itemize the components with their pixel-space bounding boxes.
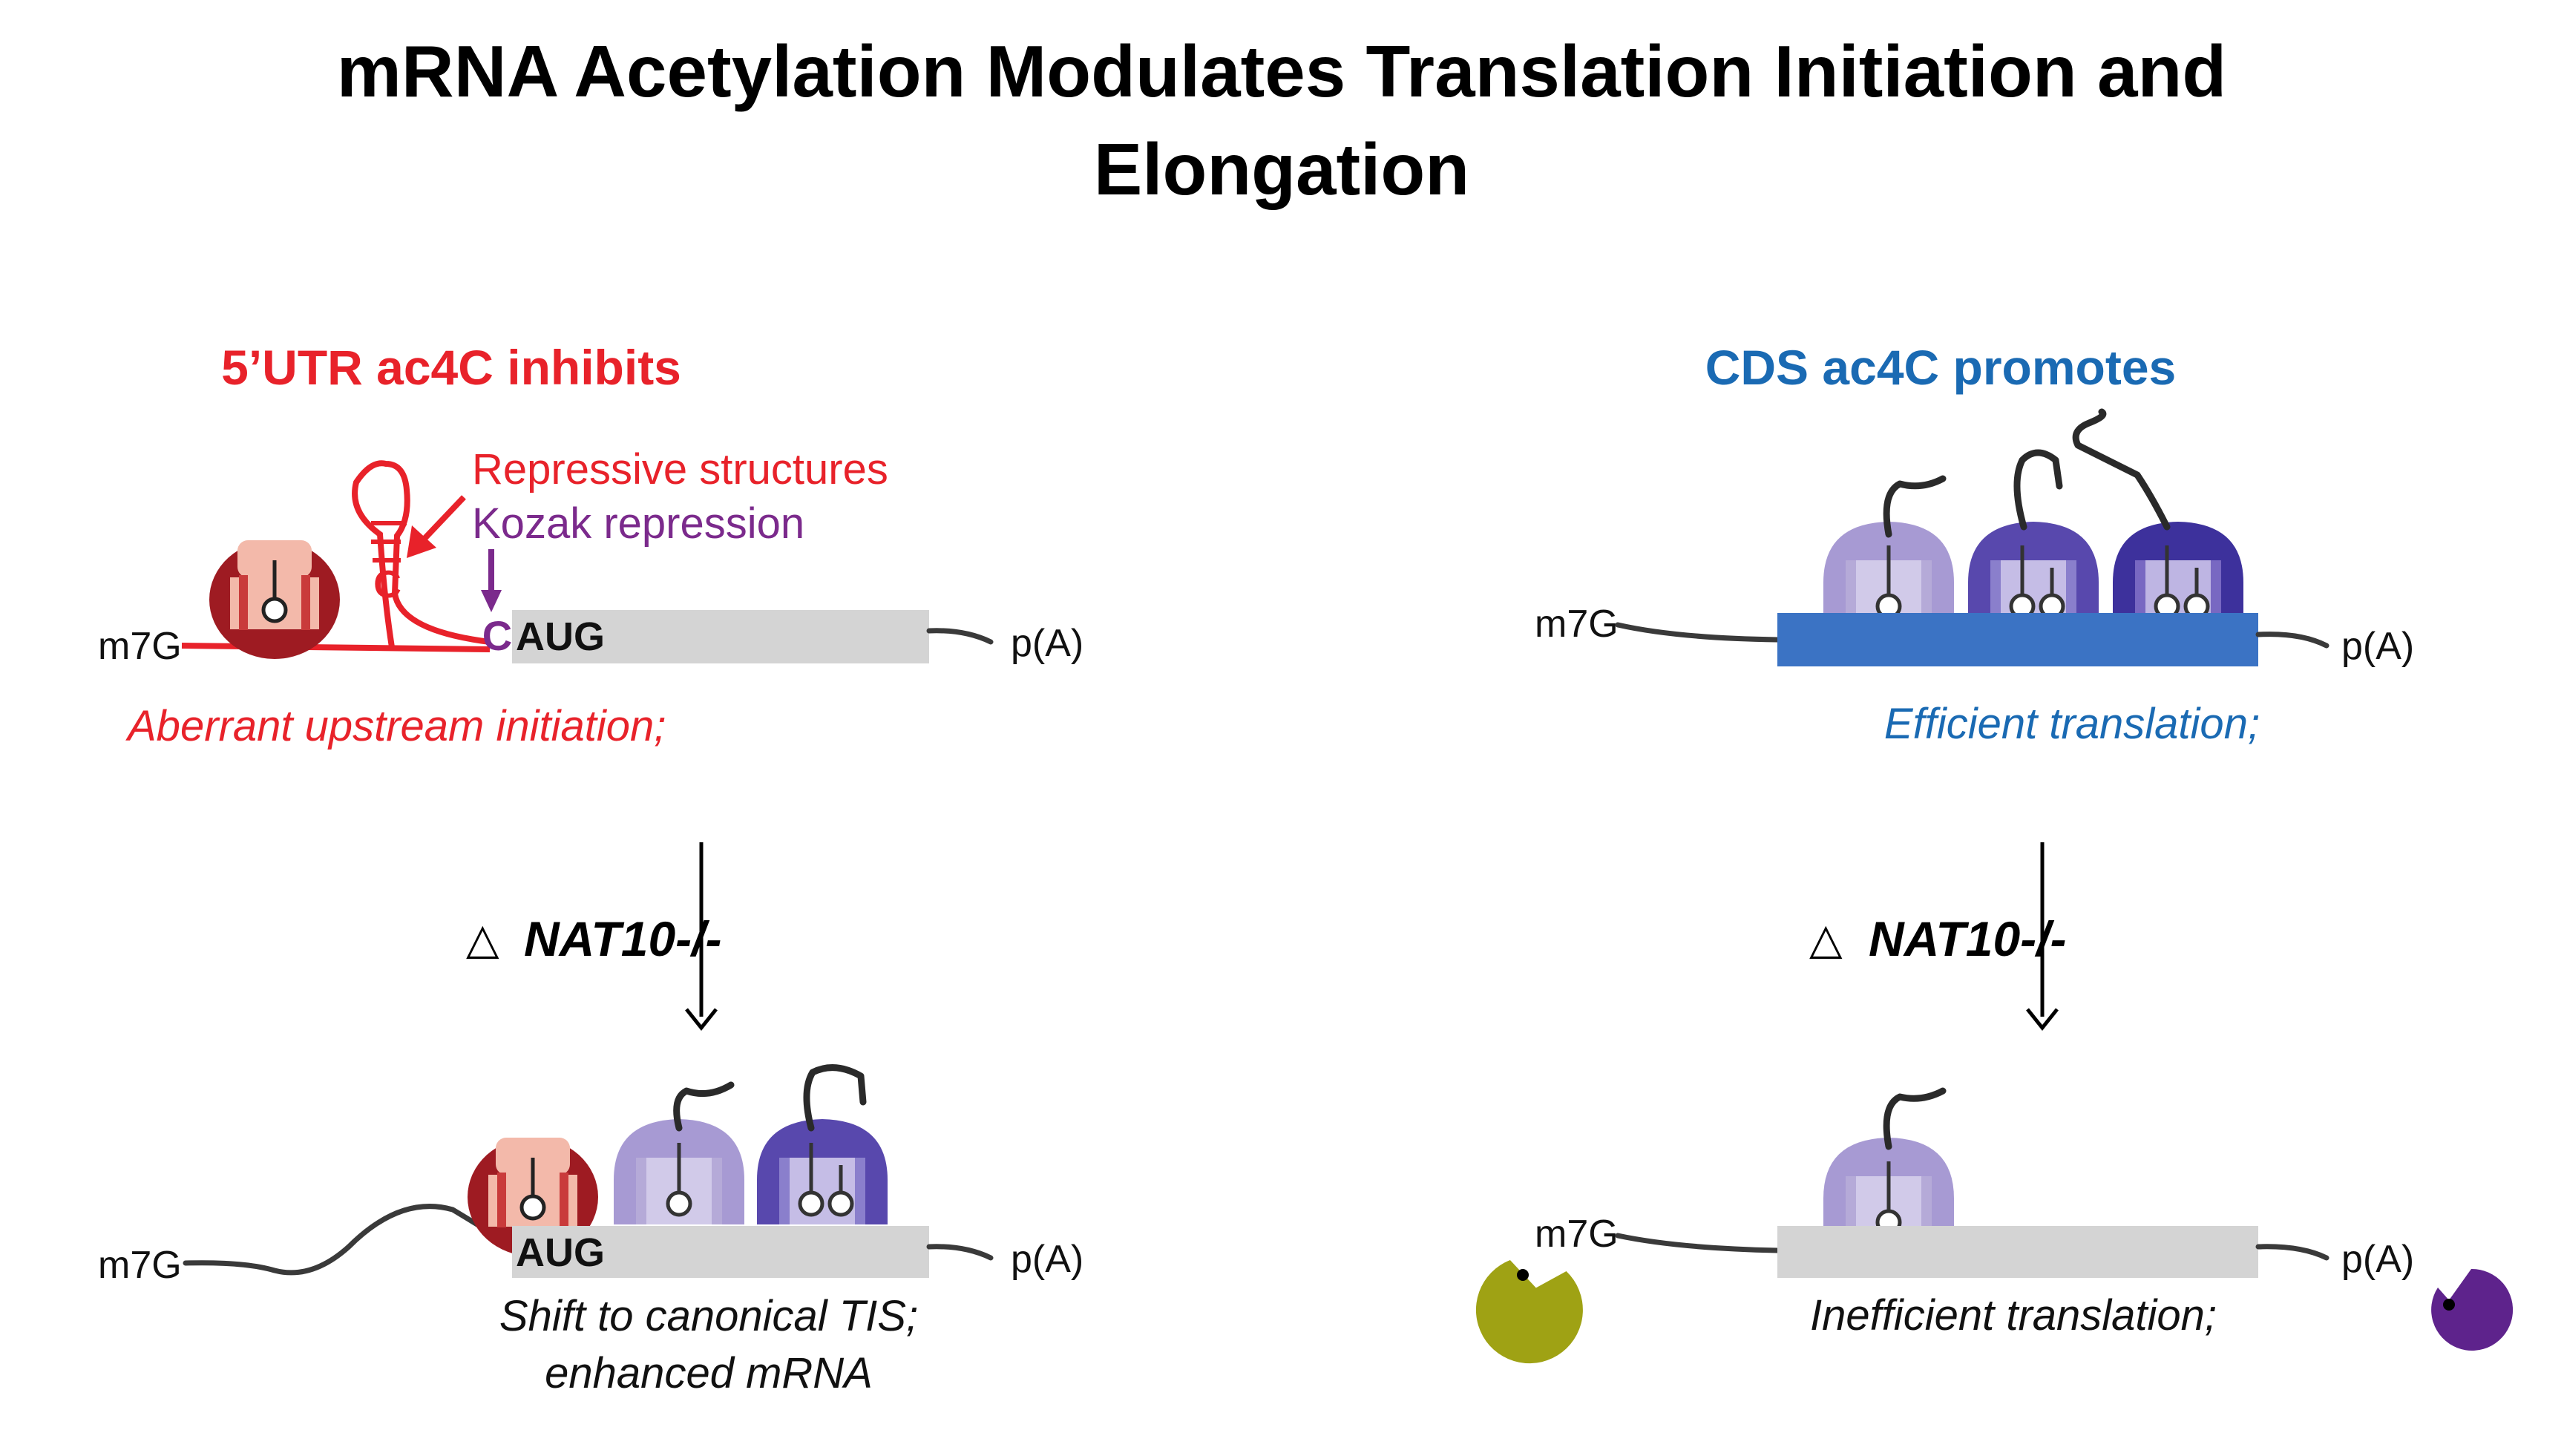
left-top-cds-box: [512, 610, 929, 663]
exonuclease-icon: [2431, 1268, 2514, 1351]
left-panel: 5’UTR ac4C inhibits Repressive structure…: [98, 340, 1083, 1397]
right-knockout-label: NAT10-/-: [1869, 911, 2066, 966]
right-top-cds-box: [1777, 613, 2258, 666]
page-title: mRNA Acetylation Modulates Translation I…: [337, 30, 2226, 112]
left-knockout-symbol: △: [466, 915, 499, 963]
left-bottom-tail-label: p(A): [1011, 1238, 1083, 1281]
right-bottom-note: Inefficient translation;: [1810, 1291, 2217, 1339]
left-bottom-cds-box: [512, 1226, 929, 1278]
left-bottom-aug-label: AUG: [516, 1230, 605, 1275]
left-top-aug-label: AUG: [516, 614, 605, 659]
right-panel: CDS ac4C promotes m7G p(A) Efficient tra…: [1475, 340, 2514, 1364]
left-top-3utr: [926, 628, 994, 645]
left-bottom-5utr: [183, 1204, 515, 1276]
left-knockout-label: NAT10-/-: [524, 911, 721, 966]
right-top-cap-label: m7G: [1535, 603, 1619, 646]
red-arrow-icon: [419, 495, 466, 544]
right-top-3utr: [2255, 632, 2329, 649]
right-heading: CDS ac4C promotes: [1705, 340, 2177, 395]
peptide-chain-icon: [1883, 475, 1947, 538]
page-title-line2: Elongation: [1094, 128, 1469, 210]
left-top-cap-label: m7G: [98, 625, 182, 668]
left-bottom-cap-label: m7G: [98, 1244, 182, 1287]
right-bottom-tail-label: p(A): [2341, 1238, 2414, 1281]
hairpin-c-mark: C: [373, 563, 401, 606]
right-top-tail-label: p(A): [2341, 625, 2414, 668]
left-5utr-strand: [181, 643, 491, 652]
kozak-repression-label: Kozak repression: [472, 499, 804, 548]
peptide-chain-icon: [2072, 408, 2171, 531]
right-knockout-symbol: △: [1809, 915, 1843, 963]
left-heading: 5’UTR ac4C inhibits: [221, 340, 681, 395]
hairpin-icon: [352, 460, 491, 648]
right-bottom-3utr: [2255, 1244, 2329, 1261]
ribosome-icon: [1968, 522, 2099, 627]
peptide-chain-icon: [1883, 1087, 1947, 1150]
repressive-structures-label: Repressive structures: [472, 445, 888, 493]
right-top-note: Efficient translation;: [1884, 700, 2260, 748]
right-bottom-5utr: [1615, 1233, 1780, 1253]
ribosome-icon: [2113, 522, 2243, 627]
right-top-5utr: [1615, 622, 1780, 643]
peptide-chain-icon: [803, 1064, 867, 1132]
peptide-chain-icon: [673, 1081, 735, 1132]
arrow-down-icon: [2026, 1008, 2059, 1032]
kozak-c-mark: C: [482, 612, 512, 659]
purple-arrowhead-icon: [481, 590, 502, 612]
ribosome-icon: [209, 540, 340, 659]
exonuclease-icon: [1475, 1260, 1583, 1364]
exonuclease-eye-icon: [1517, 1269, 1529, 1281]
ribosome-icon: [614, 1119, 744, 1224]
peptide-chain-icon: [2013, 449, 2063, 531]
exonuclease-eye-icon: [2443, 1299, 2455, 1311]
hairpin-stem-icon: [371, 521, 407, 563]
left-bottom-note-1: Shift to canonical TIS;: [499, 1292, 918, 1340]
arrow-down-icon: [685, 1008, 718, 1032]
left-top-tail-label: p(A): [1011, 622, 1083, 665]
left-bottom-note-2: enhanced mRNA: [545, 1349, 873, 1397]
ribosome-icon: [757, 1119, 888, 1224]
red-arrowhead-icon: [407, 525, 436, 558]
right-bottom-cap-label: m7G: [1535, 1213, 1619, 1256]
left-top-note: Aberrant upstream initiation;: [125, 702, 666, 750]
right-bottom-cds-box: [1777, 1226, 2258, 1278]
left-bottom-3utr: [926, 1244, 994, 1261]
